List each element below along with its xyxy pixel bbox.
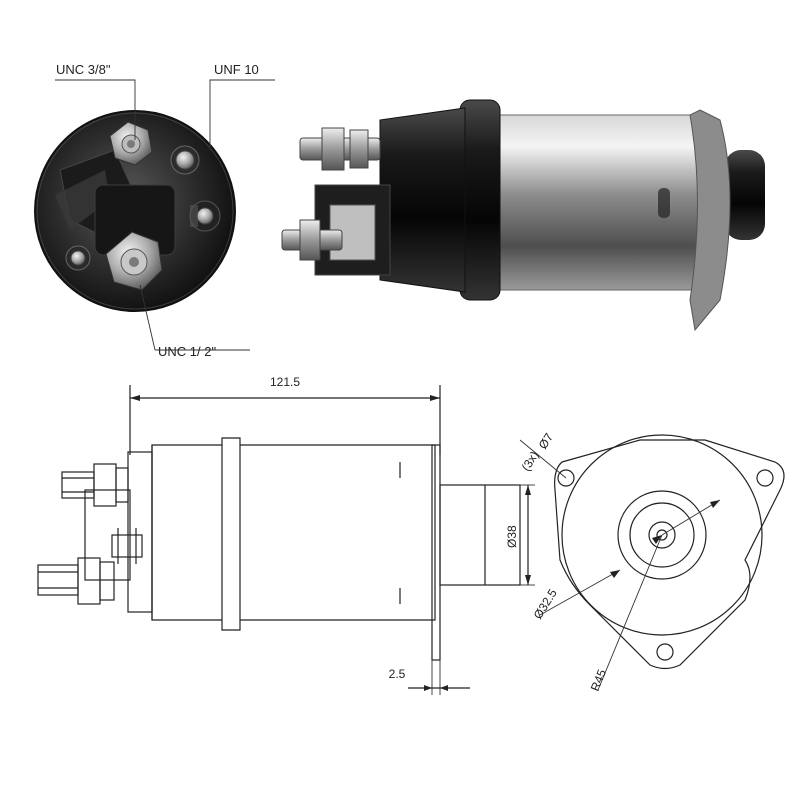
callout-unc-3-8: UNC 3/8" [56,62,111,77]
callout-leaders [55,79,275,351]
solenoid-side-photo [281,99,765,332]
stud-1-2-icon [105,231,163,291]
flange-front-view: Ø7 (3x) Ø32.5 R45 [519,430,785,693]
stud-3-8-icon [109,121,153,166]
dim-hole-diameter: Ø7 [536,430,557,451]
stud-unf10-icon [170,145,200,175]
terminal-end-photo [34,110,236,312]
side-view-drawing: 121.5 Ø38 [37,375,535,695]
side-terminal-icon [189,200,221,232]
screw-icon [65,245,91,271]
dim-length: 121.5 [270,375,300,389]
callout-unf-10: UNF 10 [214,62,259,77]
dim-plunger-diameter: Ø38 [505,525,519,548]
dim-boss-diameter: Ø32.5 [531,586,560,621]
dim-flange-thickness: 2.5 [389,667,406,681]
dim-hole-count: (3x) [519,449,542,474]
callout-unc-1-2: UNC 1/ 2" [158,344,216,359]
